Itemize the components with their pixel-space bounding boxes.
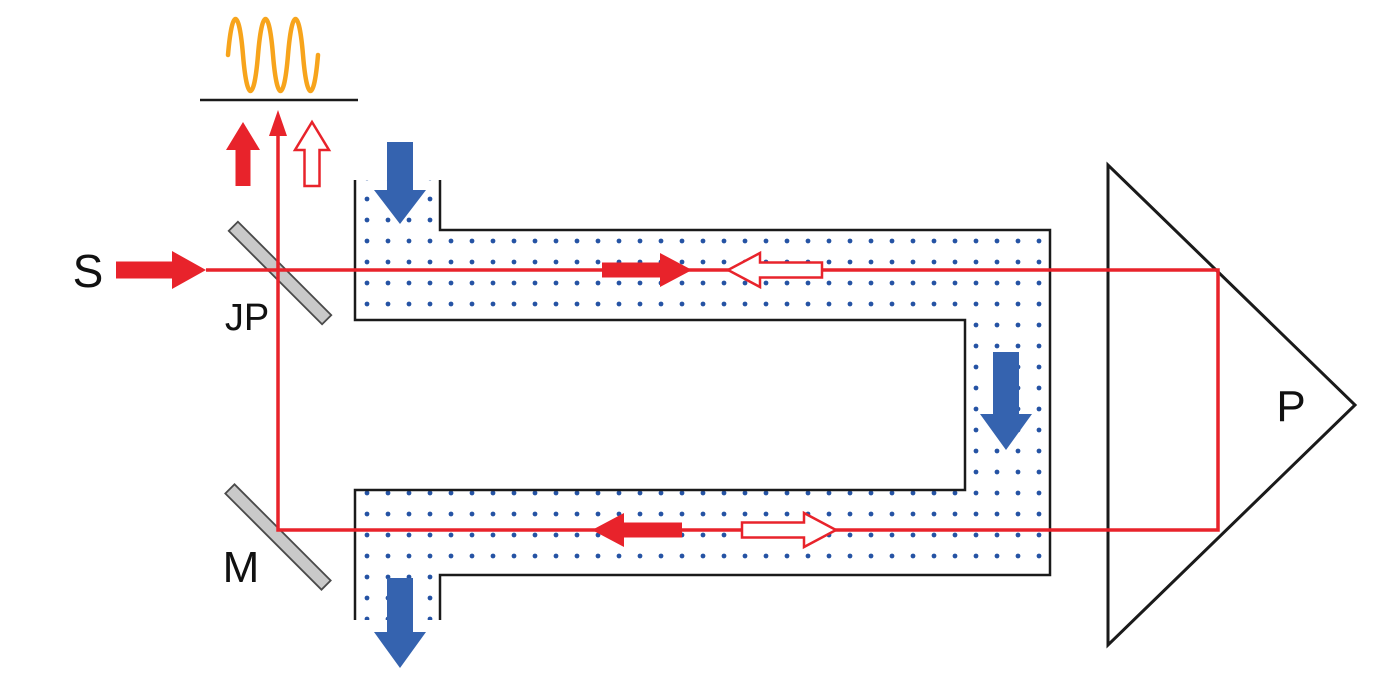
light-beam-path [206,132,1220,532]
recombined-beam-arrowhead-icon [269,110,287,136]
tube-water-dots [355,180,1050,620]
output-beam-solid-arrow-icon [226,122,260,186]
prism-label: P [1276,382,1305,431]
water-flow-right-section-arrow-icon [980,352,1032,450]
source-beam-arrow-icon [116,251,206,289]
source-label: S [73,245,104,297]
output-beam-open-arrow-icon [292,119,332,188]
counter-propagating-beam-arrow-bottom-icon [740,510,839,550]
tube-outline-inner [353,180,967,620]
beam-splitter-label: JP [225,297,269,339]
counter-propagating-beam-arrow-top-icon [725,250,824,290]
water-tube [353,180,1052,620]
co-propagating-beam-arrow-bottom-icon [592,513,682,547]
prism-triangle [1106,161,1358,649]
prism [1106,161,1358,649]
interference-pattern [200,17,358,102]
tube-outline-outer [438,180,1052,620]
water-flow-outlet-arrow-icon [374,578,426,668]
mirror-plate [224,483,332,591]
co-propagating-beam-arrow-top-icon [602,253,692,287]
mirror-label: M [223,543,260,592]
interference-wave-icon [225,17,321,93]
water-flow-inlet-arrow-icon [374,142,426,224]
